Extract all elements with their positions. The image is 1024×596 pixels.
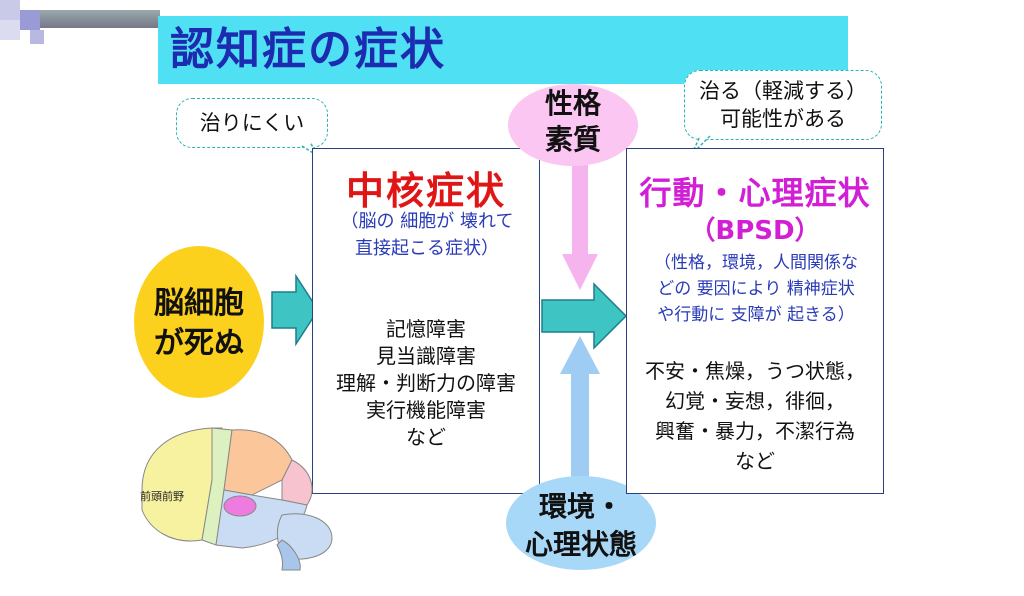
arrow-environment-up <box>560 336 600 484</box>
list-item: など <box>406 425 446 449</box>
decor-square <box>0 20 20 40</box>
list-item: 幻覚・妄想，徘徊， <box>665 389 845 413</box>
cause-label: 脳細胞 が死ぬ <box>134 284 264 364</box>
environment-label: 環境・ 心理状態 <box>506 488 656 564</box>
brain-orange-region <box>223 429 293 496</box>
bpsd-box <box>626 148 884 494</box>
bpsd-title: 行動・心理症状 <box>639 174 871 212</box>
brain-magenta-spot <box>223 495 257 517</box>
brain-illustration <box>141 427 333 571</box>
list-item: 実行機能障害 <box>366 398 486 422</box>
arrow-core-to-bpsd <box>541 282 628 350</box>
cause-circle <box>134 246 264 398</box>
list-item: 興奮・暴力，不潔行為 <box>655 419 855 443</box>
core-symptoms-description: （脳の 細胞が 壊れて 直接起こる症状） <box>316 208 538 262</box>
bpsd-abbreviation: （BPSD） <box>689 216 821 246</box>
decor-square <box>0 0 20 20</box>
list-item: 理解・判断力の障害 <box>336 371 516 395</box>
core-desc-line2: 直接起こる症状） <box>355 238 499 259</box>
brain-label-prefrontal: 前頭前野 <box>140 490 184 503</box>
core-symptoms-list: 記憶障害 見当識障害 理解・判断力の障害 実行機能障害 など <box>312 316 540 451</box>
decor-bar <box>40 10 160 28</box>
core-desc-line1: （脳の 細胞が 壊れて <box>340 211 514 232</box>
personality-line2: 素質 <box>544 123 601 156</box>
brain-frontal-lobe <box>141 427 223 542</box>
bpsd-description: （性格，環境，人間関係な どの 要因により 精神症状 や行動に 支障が 起きる） <box>628 250 884 328</box>
list-item: など <box>735 449 775 473</box>
page-title: 認知症の症状 <box>170 24 446 75</box>
cause-line1: 脳細胞 <box>154 286 244 321</box>
bubble-hard-to-cure: 治りにくい <box>176 98 328 148</box>
bpsd-desc-line1: （性格，環境，人間関係な <box>654 253 858 273</box>
decor-square <box>30 30 44 44</box>
personality-label: 性格 素質 <box>508 86 638 158</box>
brain-stem <box>276 539 301 571</box>
list-item: 見当識障害 <box>376 344 476 368</box>
bpsd-list: 不安・焦燥，うつ状態， 幻覚・妄想，徘徊， 興奮・暴力，不潔行為 など <box>626 356 884 476</box>
personality-line1: 性格 <box>544 87 601 120</box>
list-item: 記憶障害 <box>386 317 466 341</box>
bubble-text: 治りにくい <box>199 111 305 135</box>
arrow-personality-down <box>562 150 598 290</box>
environment-line1: 環境・ <box>538 490 623 523</box>
bubble-text-line2: 可能性がある <box>720 107 846 131</box>
decor-square <box>20 10 40 30</box>
core-symptoms-box <box>312 148 540 494</box>
core-symptoms-title: 中核症状 <box>345 169 506 213</box>
arrow-cause-to-core <box>271 273 319 347</box>
environment-line2: 心理状態 <box>524 528 637 561</box>
personality-ellipse <box>508 84 638 166</box>
bubble-curable: 治る（軽減する） 可能性がある <box>684 70 882 140</box>
cause-line2: が死ぬ <box>154 326 244 361</box>
list-item: 不安・焦燥，うつ状態， <box>645 359 865 383</box>
bpsd-desc-line2: どの 要因により 精神症状 <box>657 279 855 299</box>
bpsd-desc-line3: や行動に 支障が 起きる） <box>657 305 855 325</box>
bubble-text-line1: 治る（軽減する） <box>699 79 867 103</box>
